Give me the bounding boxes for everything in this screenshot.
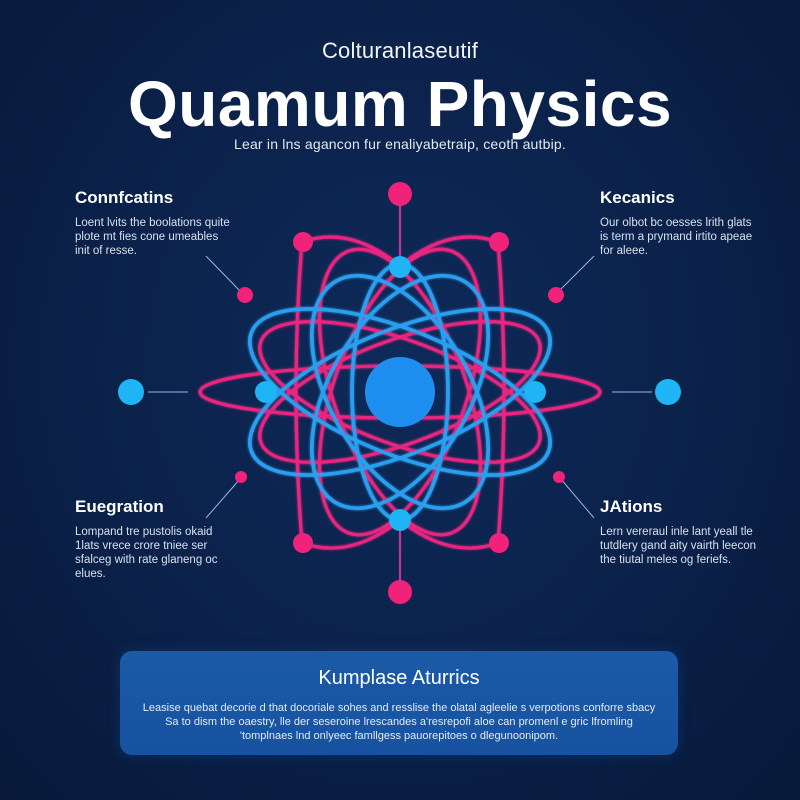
annotation-title: Connfcatins (75, 188, 174, 207)
annotation-connectors (148, 255, 652, 519)
page-title: Quamum Physics (127, 68, 673, 140)
connector-bottom-right (559, 477, 595, 519)
accent-connector-bottom-left (235, 471, 247, 483)
pink-orbits (198, 235, 602, 550)
eyebrow-label: Colturanlaseutif (321, 38, 479, 63)
panel-title: Kumplase Aturrics (318, 667, 480, 689)
outer-node-left (118, 379, 144, 405)
accent-bottom (388, 580, 412, 604)
connector-top-left (205, 255, 242, 293)
electron-right (524, 381, 546, 403)
page-subtitle: Lear in lns agancon fur enaliyabetraip, … (233, 136, 567, 152)
electron-bottom (389, 509, 411, 531)
orbits (198, 235, 602, 550)
connector-bottom-left (205, 478, 241, 519)
nucleus (365, 357, 435, 427)
accent-connector-top-left (237, 287, 253, 303)
electron-nodes (118, 256, 681, 531)
annotation-body: Lern vereraul inle lant yeall tle tutdle… (600, 526, 756, 566)
accent-lower-left (293, 533, 313, 553)
annotation-bottom-right: JAtions Lern vereraul inle lant yeall tl… (600, 497, 760, 567)
annotation-body: Loent lvits the boolations quite plote m… (75, 217, 230, 257)
annotation-top-left: Connfcatins Loent lvits the boolations q… (75, 188, 235, 258)
accent-upper-left (293, 232, 313, 252)
annotation-title: Kecanics (600, 188, 675, 207)
accent-connector-top-right (548, 287, 564, 303)
outer-node-right (655, 379, 681, 405)
annotation-bottom-left: Euegration Lompand tre pustolis okaid 1l… (75, 497, 235, 581)
annotation-body: Our olbot bc oesses lrith glats is term … (600, 217, 753, 257)
annotation-title: JAtions (600, 497, 663, 516)
electron-left (255, 381, 277, 403)
panel-body: Leasise quebat decorie d that docoriale … (142, 702, 656, 742)
annotation-top-right: Kecanics Our olbot bc oesses lrith glats… (600, 188, 760, 258)
connector-top-right (557, 255, 595, 293)
annotation-title: Euegration (75, 497, 164, 516)
annotation-body: Lompand tre pustolis okaid 1lats vrece c… (75, 526, 218, 580)
accent-lower-right (489, 533, 509, 553)
electron-top (389, 256, 411, 278)
accent-top (388, 182, 412, 206)
accent-nodes (235, 182, 565, 604)
summary-panel: Kumplase Aturrics Leasise quebat decorie… (120, 651, 678, 755)
accent-connector-bottom-right (553, 471, 565, 483)
accent-upper-right (489, 232, 509, 252)
blue-orbits (248, 262, 552, 522)
